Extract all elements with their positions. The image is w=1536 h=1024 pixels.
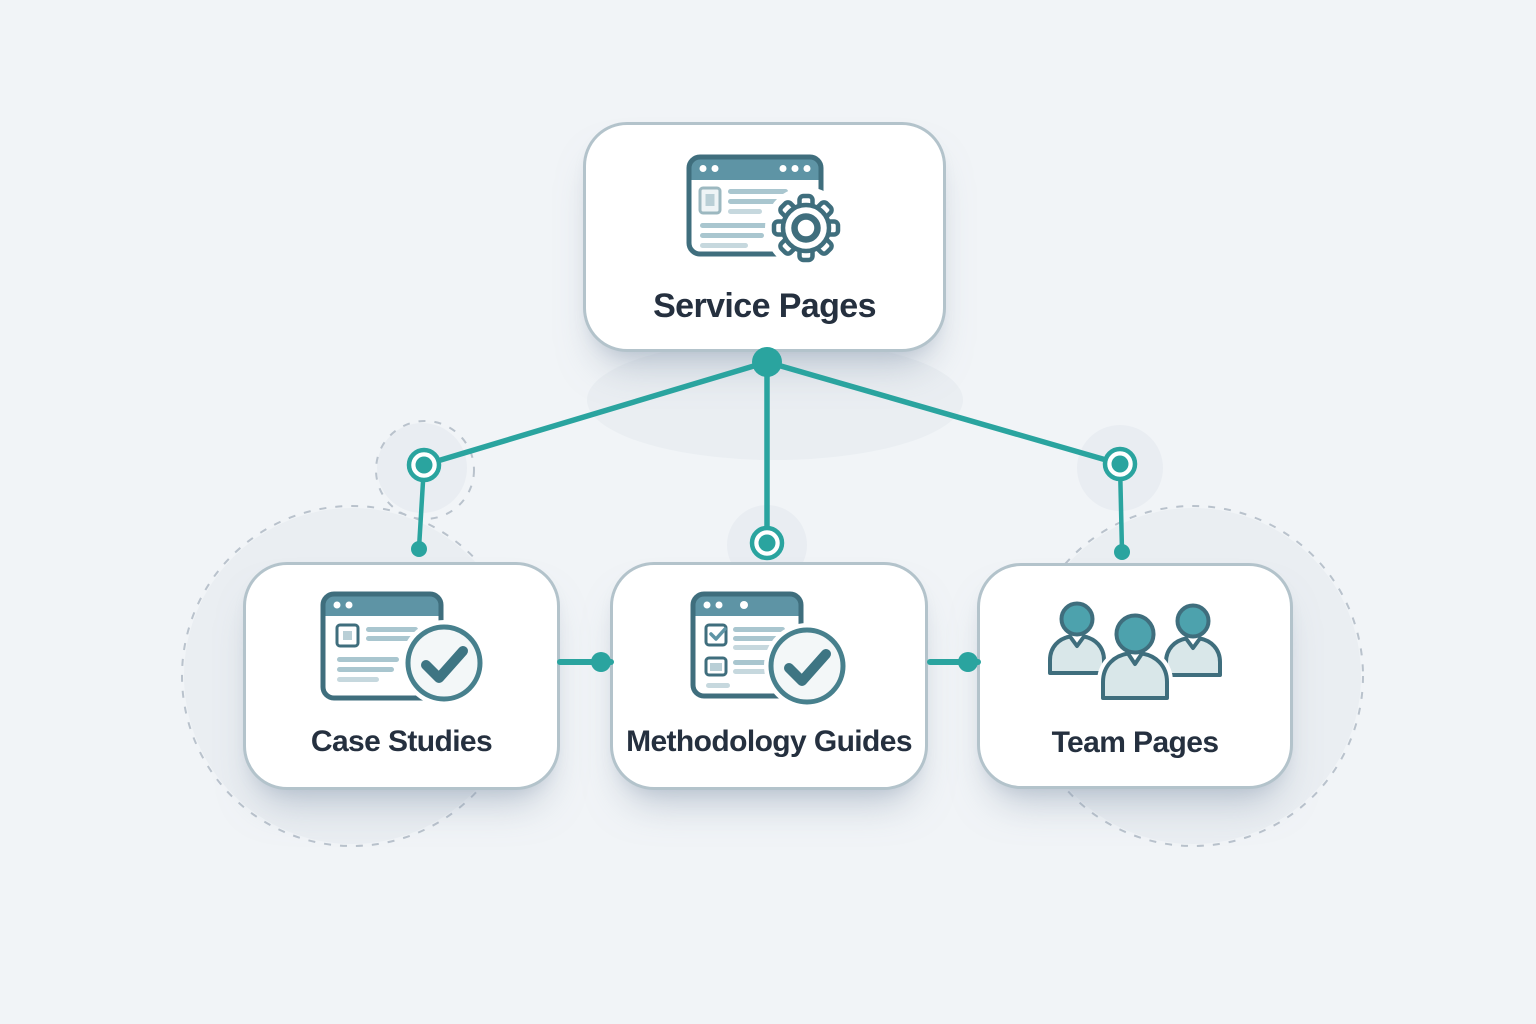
checklist-check-icon-svg (690, 591, 850, 709)
center-ring-node (749, 525, 785, 561)
checklist-check-icon (690, 585, 850, 711)
connector-right-drop (1117, 461, 1125, 554)
node-card-team-pages: Team Pages (977, 563, 1293, 789)
connector-root-to-right (764, 359, 1123, 467)
browser-check-icon-svg (320, 591, 487, 706)
root-shadow-blob (587, 340, 963, 460)
node-card-case-studies: Case Studies (243, 562, 560, 790)
team-top-dot (1114, 544, 1130, 560)
check-circle-icon (764, 622, 850, 709)
case-top-dot (411, 541, 427, 557)
person-center-icon (1097, 608, 1173, 704)
browser-gear-icon-svg (686, 154, 847, 269)
browser-check-icon (320, 585, 487, 711)
right-node-blob (1077, 425, 1163, 511)
method-team-dot (958, 652, 978, 672)
case-method-dot (591, 652, 611, 672)
node-label-case-studies: Case Studies (310, 725, 493, 758)
team-icon-svg (1048, 601, 1222, 704)
node-label-team-pages: Team Pages (1051, 726, 1219, 759)
left-ring-node (406, 447, 442, 483)
person-left-icon (1048, 601, 1106, 675)
node-card-service-pages: Service Pages (583, 122, 946, 352)
team-icon (1047, 586, 1223, 712)
node-label-service-pages: Service Pages (653, 287, 876, 325)
check-circle-icon (400, 619, 487, 706)
connector-root-to-left (421, 359, 770, 468)
left-node-dashed-circle (375, 420, 475, 520)
node-card-methodology-guides: Methodology Guides (610, 562, 928, 790)
node-label-methodology-guides: Methodology Guides (626, 725, 912, 758)
person-right-icon (1164, 603, 1222, 677)
right-ring-node (1102, 446, 1138, 482)
browser-gear-icon (686, 151, 847, 269)
connector-left-drop (416, 462, 427, 551)
left-node-blob (377, 423, 467, 513)
gear-icon (764, 187, 847, 269)
